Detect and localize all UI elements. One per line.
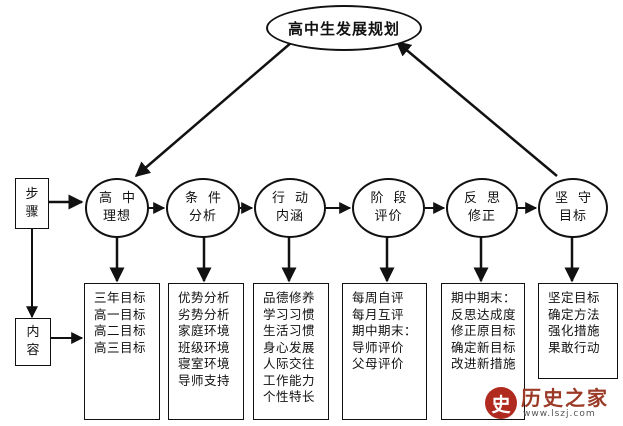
content-box-6: 坚定目标 确定方法 强化措施 果敢行动 [538,283,618,379]
arrow-top-to-step1 [134,41,293,177]
watermark-name: 历史之家 [521,385,609,410]
side-steps-char1: 步 [25,186,39,202]
step-6-line1: 坚守 [554,191,601,206]
step-4-line1: 阶段 [370,191,417,206]
site-watermark: 史 历史之家 www.lszj.com [485,382,621,424]
content-box-3: 品德修养 学习习惯 生活习惯 身心发展 人际交往 工作能力 个性特长 [253,283,329,420]
content-4-item: 每周自评 [352,290,405,305]
step-circle-6: 坚守 目标 [538,178,608,238]
content-5-item: 确定新目标 [451,339,517,355]
content-1-item: 三年目标 [94,290,147,305]
step-circle-2: 条件 分析 [166,178,240,238]
content-box-1: 三年目标 高一目标 高二目标 高三目标 [84,283,160,420]
step-circle-3: 行动 内涵 [254,178,326,238]
side-box-steps: 步 骤 [15,178,49,229]
content-4-item: 导师评价 [352,339,405,355]
step-4-line2: 评价 [374,209,403,224]
step-2-line2: 分析 [188,209,217,224]
content-6-item: 果敢行动 [548,339,601,355]
watermark-logo-icon: 史 [485,387,517,419]
top-goal-label: 高中生发展规划 [287,19,400,38]
step-circle-1: 高中 理想 [85,178,149,238]
content-5-item: 修正原目标 [451,323,517,338]
step-3-line1: 行动 [271,191,318,206]
content-2-item: 导师支持 [178,372,231,388]
step-circle-5: 反思 修正 [446,178,518,238]
content-3-item: 人际交往 [263,356,316,371]
watermark-url: www.lszj.com [523,408,596,419]
content-5-item: 改进新措施 [451,356,517,371]
step-1-line1: 高中 [98,191,145,206]
side-steps-char2: 骤 [25,204,39,220]
step-3-line2: 内涵 [275,209,304,224]
side-contents-char1: 内 [26,325,40,340]
content-2-item: 劣势分析 [178,306,231,322]
content-2-item: 寝室环境 [178,356,231,371]
content-2-item: 家庭环境 [178,323,231,338]
content-2-item: 优势分析 [178,290,231,305]
watermark-text: 历史之家 www.lszj.com [521,387,609,420]
step-5-line1: 反思 [463,191,510,206]
content-5-item: 期中期末： [451,290,517,305]
content-5-item: 反思达成度 [451,306,517,322]
content-box-2: 优势分析 劣势分析 家庭环境 班级环境 寝室环境 导师支持 [168,283,244,420]
content-3-item: 身心发展 [263,339,316,355]
content-3-item: 工作能力 [263,372,316,388]
content-3-item: 生活习惯 [263,323,316,338]
arrow-step6-to-top [395,41,558,177]
step-circle-4: 阶段 评价 [352,178,425,238]
content-6-item: 坚定目标 [548,290,601,305]
content-box-4: 每周自评 每月互评 期中期末： 导师评价 父母评价 [342,283,427,420]
content-1-item: 高二目标 [94,323,147,338]
step-2-line1: 条件 [184,191,231,206]
content-4-item: 期中期末： [352,323,418,338]
step-5-line2: 修正 [467,209,496,224]
step-6-line2: 目标 [558,209,587,224]
watermark-logo-char: 史 [491,393,511,416]
step-1-line2: 理想 [102,209,131,224]
content-3-item: 个性特长 [263,389,316,404]
content-3-item: 品德修养 [263,290,316,305]
content-1-item: 高一目标 [94,306,147,322]
side-box-contents: 内 容 [15,318,51,366]
content-6-item: 确定方法 [548,306,601,322]
content-3-item: 学习习惯 [263,306,316,322]
content-4-item: 父母评价 [352,356,405,371]
content-2-item: 班级环境 [178,339,231,355]
side-contents-char2: 容 [26,343,40,358]
content-6-item: 强化措施 [548,323,601,338]
content-1-item: 高三目标 [94,339,147,355]
content-4-item: 每月互评 [352,306,405,322]
top-goal-ellipse: 高中生发展规划 [266,5,422,51]
